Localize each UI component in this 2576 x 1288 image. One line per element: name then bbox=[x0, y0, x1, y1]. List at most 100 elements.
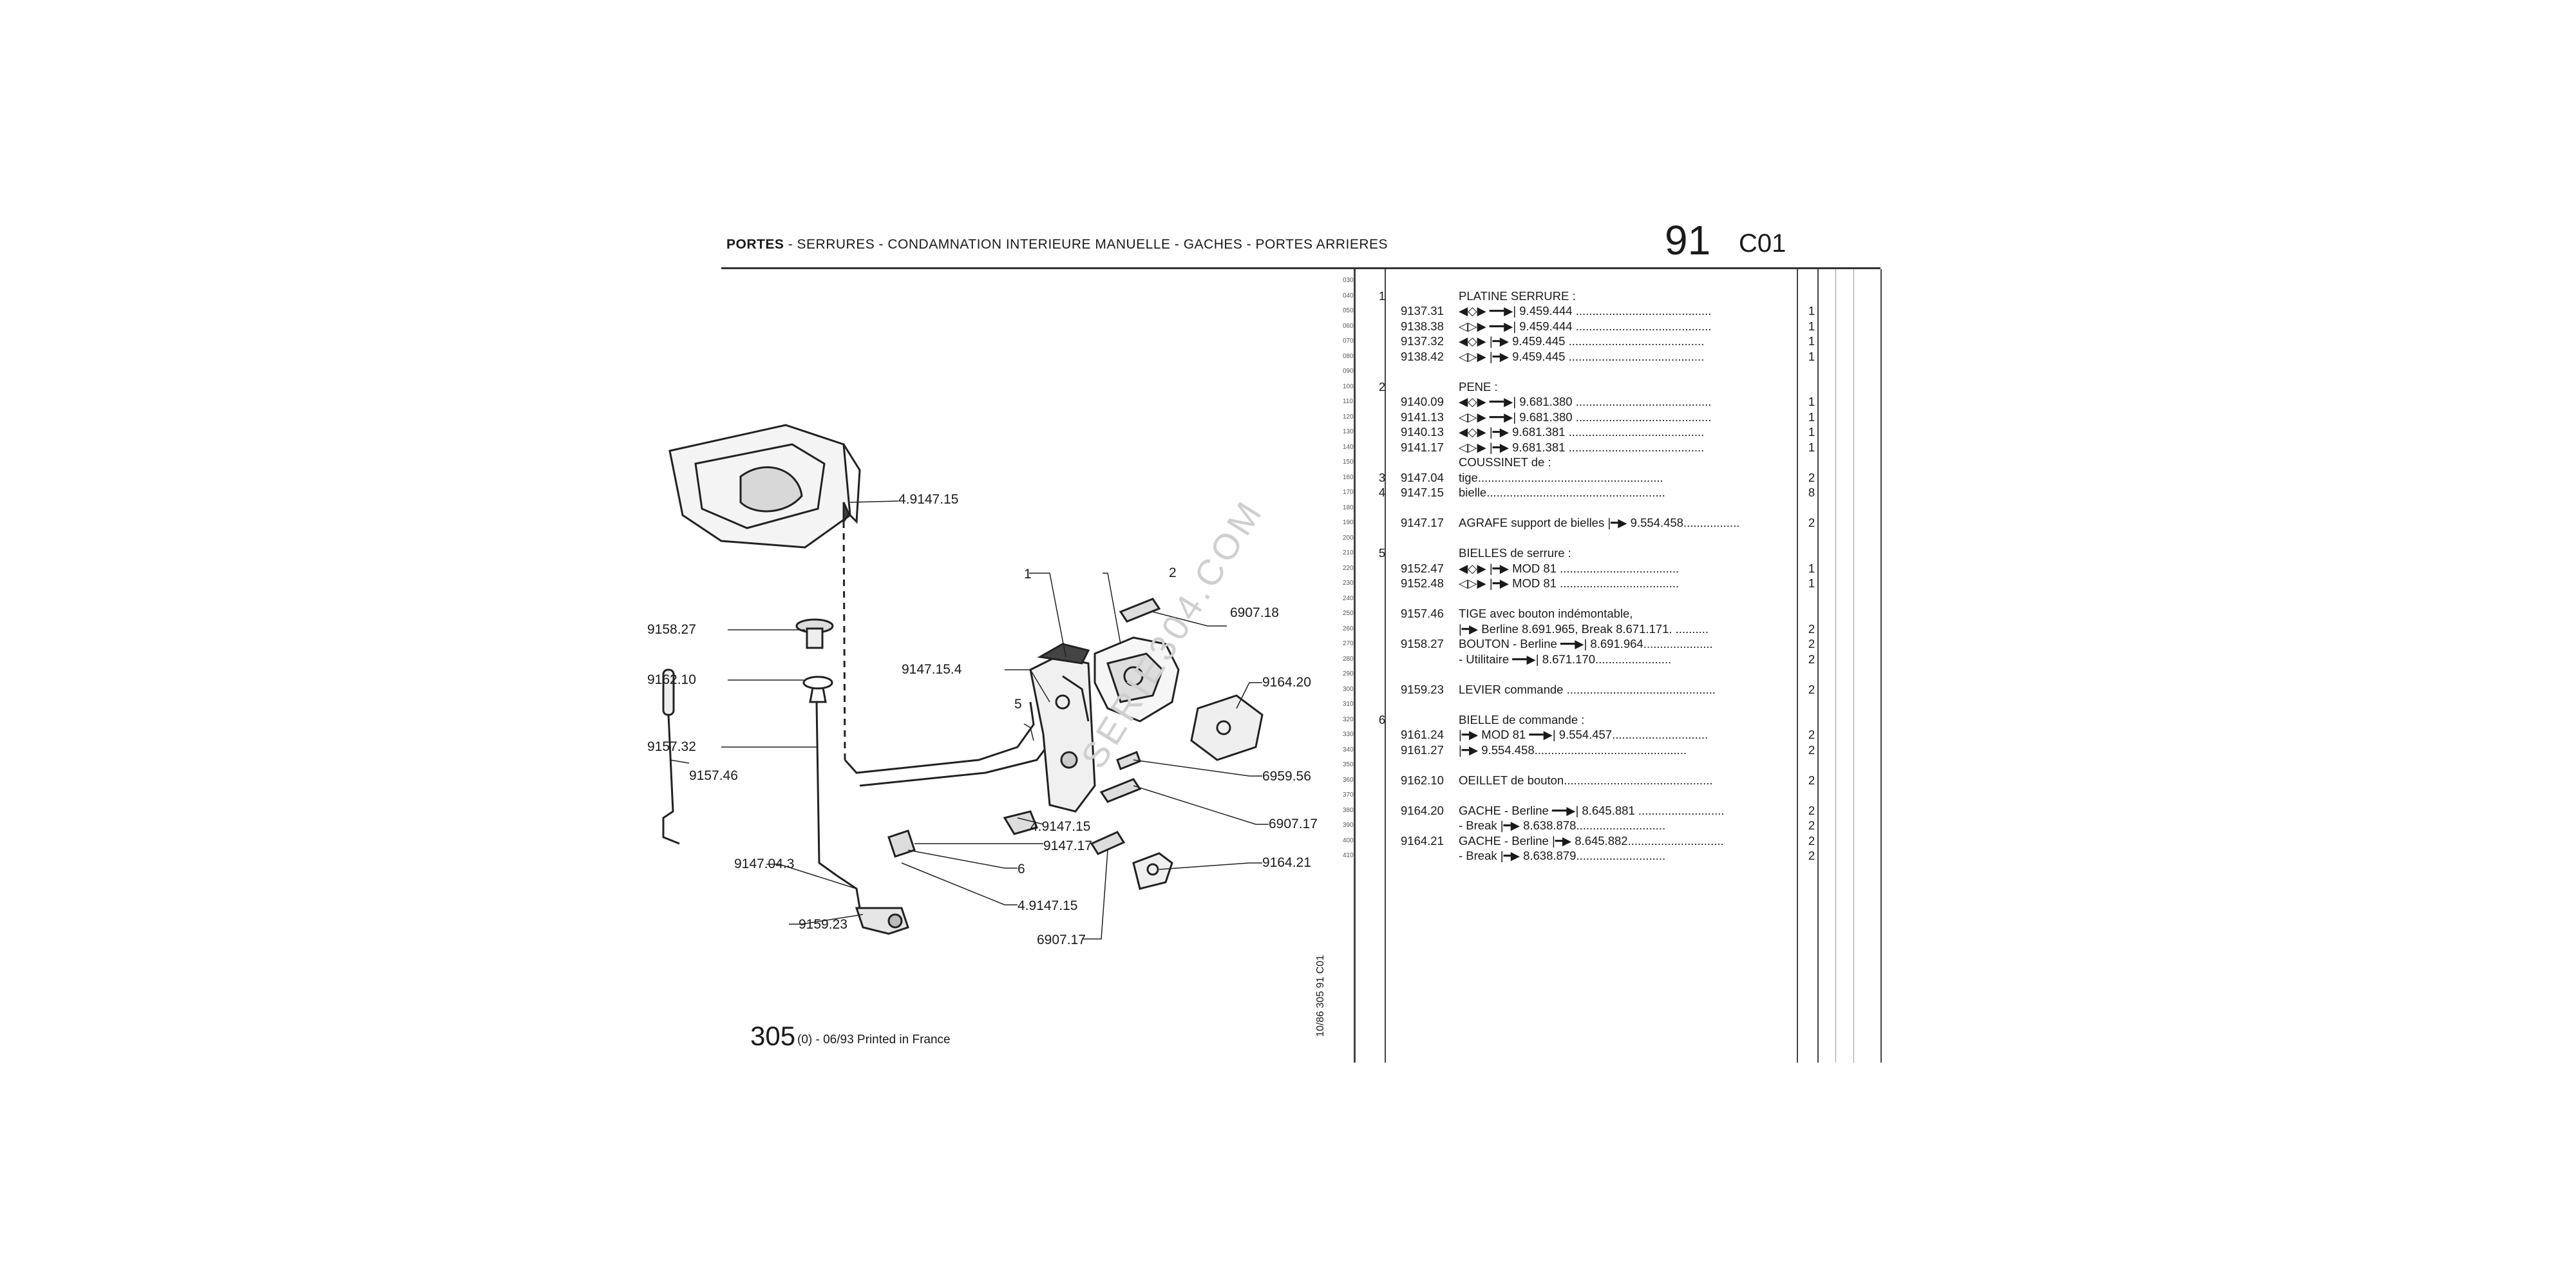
part-description: OEILLET de bouton.......................… bbox=[1459, 773, 1713, 787]
part-reference: 9164.21 bbox=[1401, 833, 1444, 848]
callout-label: 6907.18 bbox=[1230, 605, 1279, 620]
footer-model: 305 bbox=[750, 1021, 796, 1051]
line-number: 060 bbox=[1343, 322, 1354, 330]
qty-column-rule bbox=[1797, 269, 1798, 1063]
part-reference: 9140.13 bbox=[1401, 425, 1444, 439]
quantity: 1 bbox=[1808, 334, 1815, 348]
part-description: - Utilitaire ━━▶| 8.671.170.............… bbox=[1459, 652, 1672, 666]
item-number: 1 bbox=[1378, 289, 1386, 303]
screw-drawing bbox=[1090, 598, 1161, 855]
group-number: 91 bbox=[1665, 217, 1711, 263]
quantity: 2 bbox=[1808, 849, 1815, 862]
line-number: 180 bbox=[1343, 504, 1354, 511]
part-description: ◀◇▶ |━▶ MOD 81 .........................… bbox=[1459, 561, 1680, 575]
part-description: ◁▷▶ |━▶ 9.681.381 ......................… bbox=[1459, 440, 1705, 454]
quantity: 2 bbox=[1808, 833, 1815, 848]
title-rest: - SERRURES - CONDAMNATION INTERIEURE MAN… bbox=[784, 237, 1388, 252]
part-description: - Break |━▶ 8.638.879...................… bbox=[1459, 849, 1666, 862]
part-reference: 9137.31 bbox=[1401, 304, 1444, 317]
line-number: 240 bbox=[1343, 594, 1354, 602]
line-number: 150 bbox=[1343, 459, 1354, 466]
part-description: ◁▷▶ ━━▶| 9.681.380 .....................… bbox=[1459, 410, 1712, 424]
part-description: TIGE avec bouton indémontable, bbox=[1459, 607, 1633, 620]
part-description: ◀◇▶ |━▶ 9.459.445 ......................… bbox=[1459, 334, 1705, 348]
clip-drawing bbox=[887, 810, 1039, 858]
part-reference: 9141.17 bbox=[1401, 440, 1444, 454]
callout-label: 9164.20 bbox=[1262, 675, 1311, 690]
item-column-rule bbox=[1385, 269, 1386, 1063]
line-number: 370 bbox=[1343, 791, 1354, 799]
callout-label: 4.9147.15 bbox=[898, 492, 959, 507]
callout-label: 6907.17 bbox=[1269, 817, 1318, 831]
part-reference: 9147.04 bbox=[1401, 470, 1444, 484]
line-number: 390 bbox=[1343, 822, 1354, 829]
line-number: 300 bbox=[1343, 685, 1354, 693]
line-number: 280 bbox=[1343, 655, 1354, 663]
line-number: 400 bbox=[1343, 837, 1354, 844]
line-number: 140 bbox=[1343, 443, 1354, 451]
line-number: 200 bbox=[1343, 534, 1354, 542]
part-description: bielle..................................… bbox=[1459, 486, 1665, 499]
callout-label: 2 bbox=[1169, 565, 1177, 580]
quantity: 2 bbox=[1808, 682, 1815, 696]
part-reference: 9162.10 bbox=[1401, 773, 1444, 787]
line-number: 070 bbox=[1343, 337, 1354, 345]
callout-label: 9147.15.4 bbox=[902, 662, 962, 677]
callout-label: 9147.04.3 bbox=[734, 857, 795, 871]
quantity: 1 bbox=[1808, 576, 1815, 590]
quantity: 2 bbox=[1808, 773, 1815, 787]
part-reference: 9152.48 bbox=[1401, 576, 1444, 590]
quantity: 1 bbox=[1808, 349, 1815, 363]
quantity: 2 bbox=[1808, 516, 1815, 529]
lock-plate-drawing bbox=[1029, 643, 1096, 813]
line-number: 270 bbox=[1343, 640, 1354, 647]
part-description: ◀◇▶ |━▶ 9.681.381 ......................… bbox=[1459, 425, 1705, 439]
part-reference: 9141.13 bbox=[1401, 410, 1444, 424]
callout-label: 9164.21 bbox=[1262, 855, 1311, 870]
part-description: GACHE - Berline ━━▶| 8.645.881 .........… bbox=[1459, 803, 1725, 817]
line-number: 350 bbox=[1343, 761, 1354, 768]
line-number: 360 bbox=[1343, 776, 1354, 784]
leader-lines bbox=[669, 500, 1269, 940]
quantity: 1 bbox=[1808, 561, 1815, 575]
part-reference: 9161.24 bbox=[1401, 728, 1444, 741]
quantity: 1 bbox=[1808, 395, 1815, 408]
line-number: 220 bbox=[1343, 564, 1354, 572]
part-description: PLATINE SERRURE : bbox=[1459, 289, 1576, 303]
callout-label: 9157.46 bbox=[689, 768, 738, 783]
part-reference: 9159.23 bbox=[1401, 682, 1444, 696]
striker-lower-drawing bbox=[1132, 852, 1173, 890]
callout-label: 5 bbox=[1014, 697, 1022, 712]
line-number: 130 bbox=[1343, 428, 1354, 435]
quantity: 1 bbox=[1808, 425, 1815, 439]
part-description: ◀◇▶ ━━▶| 9.681.380 .....................… bbox=[1459, 395, 1712, 408]
line-number: 380 bbox=[1343, 806, 1354, 814]
line-number: 410 bbox=[1343, 852, 1354, 859]
line-number: 340 bbox=[1343, 746, 1354, 753]
part-reference: 9138.42 bbox=[1401, 349, 1444, 363]
part-description: - Break |━▶ 8.638.878...................… bbox=[1459, 819, 1666, 832]
line-number: 080 bbox=[1343, 352, 1354, 360]
part-reference: 9140.09 bbox=[1401, 395, 1444, 408]
line-number: 320 bbox=[1343, 715, 1354, 723]
line-number: 110 bbox=[1343, 398, 1353, 405]
quantity: 2 bbox=[1808, 652, 1815, 666]
extra-column-rule bbox=[1880, 269, 1882, 1063]
quantity: 2 bbox=[1808, 621, 1815, 636]
item-number: 2 bbox=[1378, 379, 1386, 393]
section-code: C01 bbox=[1739, 229, 1786, 258]
quantity: 1 bbox=[1808, 440, 1815, 454]
lock-button-drawing bbox=[795, 618, 834, 703]
quantity: 2 bbox=[1808, 728, 1815, 741]
quantity: 1 bbox=[1808, 410, 1815, 424]
line-number: 100 bbox=[1343, 383, 1354, 390]
callout-label: 1 bbox=[1024, 567, 1032, 582]
part-description: COUSSINET de : bbox=[1459, 455, 1551, 469]
exploded-parts-diagram bbox=[662, 424, 1269, 940]
part-description: AGRAFE support de bielles |━▶ 9.554.458.… bbox=[1459, 516, 1740, 529]
part-description: |━▶ MOD 81 ━━▶| 9.554.457...............… bbox=[1459, 728, 1709, 741]
part-reference: 9161.27 bbox=[1401, 743, 1444, 757]
callout-label: 6959.56 bbox=[1262, 769, 1311, 784]
part-description: BIELLES de serrure : bbox=[1459, 546, 1571, 560]
